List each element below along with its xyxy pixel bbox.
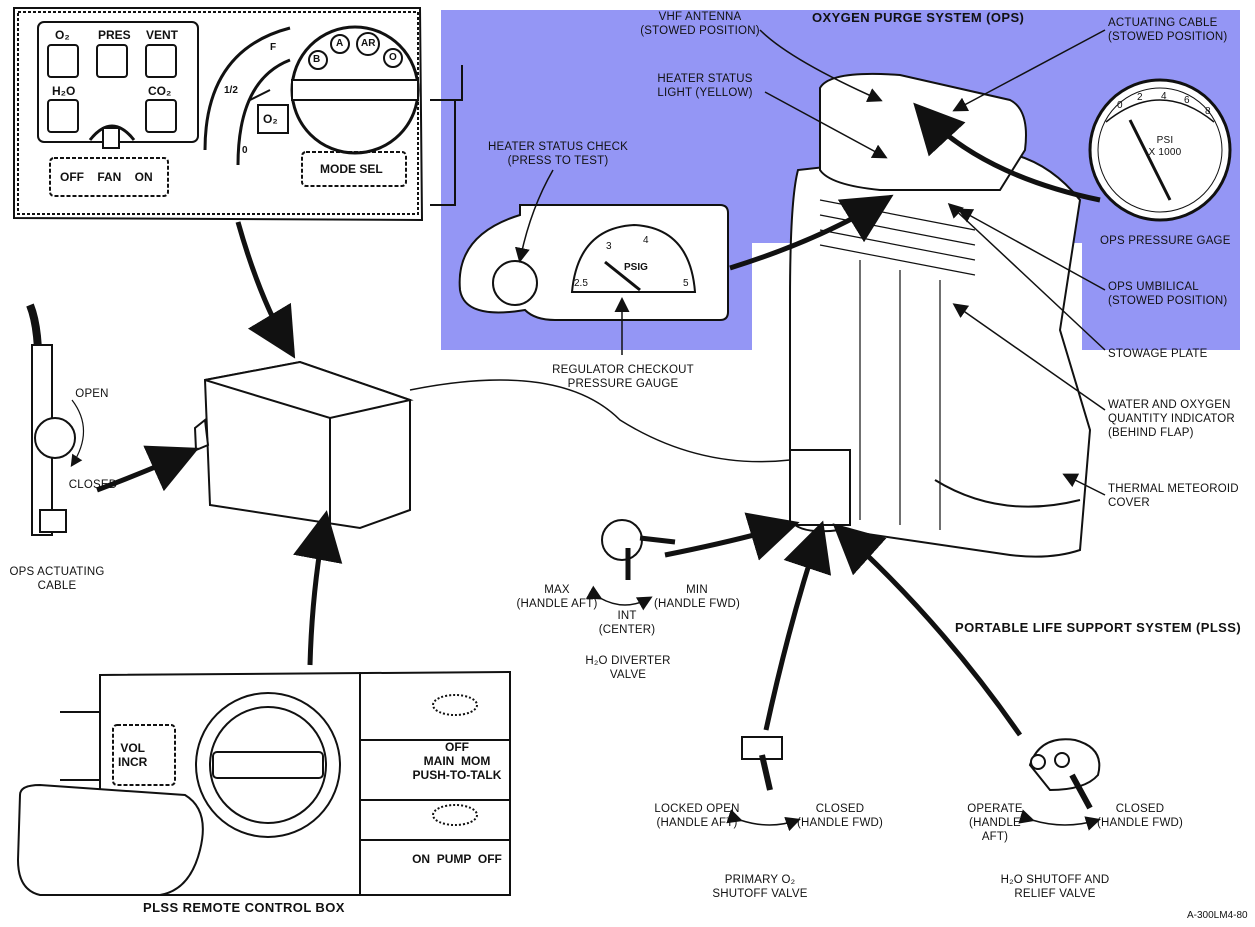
label-water-oxygen: WATER AND OXYGEN QUANTITY INDICATOR (BEH… — [1108, 399, 1235, 439]
pointer-arrows — [96, 102, 1101, 737]
panel-pres-label: PRES — [98, 28, 131, 42]
regulator-unit: PSIG — [624, 262, 648, 273]
remote-vol-label: VOL INCR — [118, 741, 148, 769]
label-int: INT (CENTER) — [598, 610, 656, 636]
label-ops-actuating-cable: OPS ACTUATING CABLE — [9, 566, 105, 592]
label-open: OPEN — [75, 388, 109, 400]
ops-pressure-gage-drawing — [1088, 78, 1232, 222]
control-panel-drawing — [13, 7, 463, 222]
panel-co2-label: CO₂ — [148, 84, 172, 98]
regulator-tick-2-5: 2.5 — [574, 278, 588, 289]
gauge-mark-f: F — [270, 42, 277, 53]
panel-mode-sel: MODE SEL — [320, 162, 383, 176]
remote-pump-label: ON PUMP OFF — [412, 852, 502, 866]
label-closed-fwd-primary: CLOSED (HANDLE FWD) — [796, 803, 884, 829]
gauge-mark-half: 1/2 — [224, 85, 238, 96]
label-h2o-shutoff: H₂O SHUTOFF AND RELIEF VALVE — [1000, 874, 1110, 900]
figure-id: A-300LM4-80 — [1187, 910, 1248, 921]
heater-panel-drawing — [458, 204, 729, 321]
gauge-mark-zero: 0 — [242, 145, 248, 156]
label-thermal-cover: THERMAL METEOROID COVER — [1108, 483, 1239, 509]
leader-lines — [515, 29, 1106, 832]
remote-box-title: PLSS REMOTE CONTROL BOX — [143, 900, 345, 915]
label-closed-fwd-h2o: CLOSED (HANDLE FWD) — [1096, 803, 1184, 829]
label-regulator-gauge: REGULATOR CHECKOUT PRESSURE GAUGE — [552, 364, 694, 390]
ops-cable-drawing — [26, 303, 84, 536]
mode-letter-a: A — [336, 38, 344, 49]
ops-gage-tick-4: 4 — [1161, 91, 1167, 102]
plss-title: PORTABLE LIFE SUPPORT SYSTEM (PLSS) — [955, 620, 1242, 635]
label-closed: CLOSED — [68, 479, 118, 491]
label-actuating-cable: ACTUATING CABLE (STOWED POSITION) — [1108, 17, 1228, 43]
label-heater-check: HEATER STATUS CHECK (PRESS TO TEST) — [488, 141, 628, 167]
regulator-tick-4: 4 — [643, 235, 649, 246]
label-locked-open: LOCKED OPEN (HANDLE AFT) — [654, 803, 740, 829]
label-min: MIN (HANDLE FWD) — [653, 584, 741, 610]
ops-gage-tick-6: 6 — [1184, 95, 1190, 106]
label-operate: OPERATE (HANDLE AFT) — [967, 803, 1023, 843]
remote-box-drawing — [193, 360, 791, 530]
regulator-tick-3: 3 — [606, 241, 612, 252]
mode-letter-ar: AR — [361, 38, 376, 49]
label-max: MAX (HANDLE AFT) — [516, 584, 598, 610]
panel-o2-button: O₂ — [263, 112, 278, 126]
ops-gage-unit: PSI X 1000 — [1148, 135, 1182, 158]
label-heater-light: HEATER STATUS LIGHT (YELLOW) — [657, 73, 753, 99]
panel-h2o-label: H₂O — [52, 84, 76, 98]
label-stowage-plate: STOWAGE PLATE — [1108, 348, 1208, 360]
mode-letter-o: O — [389, 52, 397, 63]
panel-vent-label: VENT — [146, 28, 179, 42]
label-h2o-diverter: H₂O DIVERTER VALVE — [585, 655, 671, 681]
panel-fan-switch: OFF FAN ON — [60, 170, 153, 184]
regulator-tick-5: 5 — [683, 278, 689, 289]
ops-gage-tick-0: 0 — [1117, 100, 1123, 111]
mode-letter-b: B — [313, 54, 321, 65]
label-vhf-antenna: VHF ANTENNA (STOWED POSITION) — [640, 11, 760, 37]
remote-panel-drawing — [16, 670, 511, 896]
ops-gage-tick-8: 8 — [1205, 106, 1211, 117]
label-ops-pressure-gage: OPS PRESSURE GAGE — [1100, 235, 1231, 247]
panel-o2-label: O₂ — [55, 28, 70, 42]
valves-drawing — [601, 519, 1101, 810]
ops-title: OXYGEN PURGE SYSTEM (OPS) — [812, 10, 1025, 25]
ops-gage-tick-2: 2 — [1137, 92, 1143, 103]
label-ops-umbilical: OPS UMBILICAL (STOWED POSITION) — [1108, 281, 1228, 307]
remote-comm-label: OFF MAIN MOM PUSH-TO-TALK — [412, 740, 502, 782]
label-primary-o2: PRIMARY O₂ SHUTOFF VALVE — [712, 874, 808, 900]
